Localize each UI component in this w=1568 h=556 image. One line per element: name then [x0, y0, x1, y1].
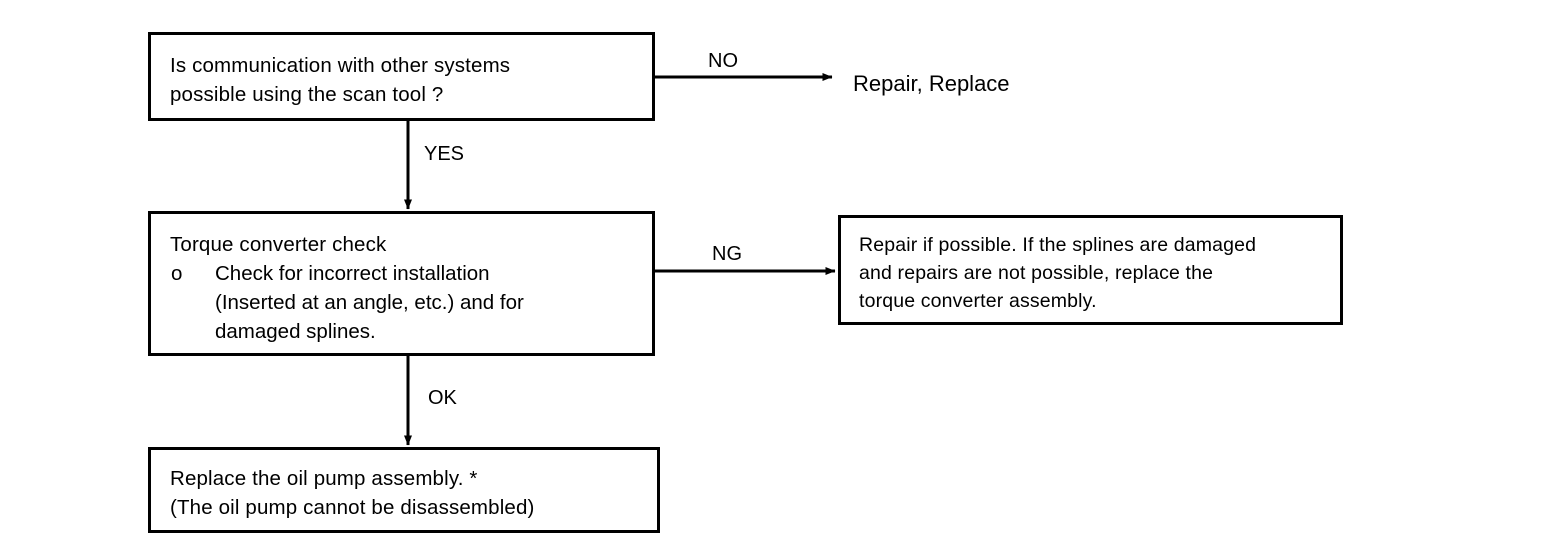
edge-label-yes: YES — [424, 143, 465, 165]
node-torque-converter-check-bullet-line3: damaged splines. — [215, 320, 376, 343]
node-torque-converter-check-bullet-line1: Check for incorrect installation — [215, 262, 490, 285]
edge-label-ok: OK — [428, 387, 457, 409]
node-question-communication-line1: Is communication with other systems — [170, 54, 511, 77]
node-repair-replace-converter-line3: torque converter assembly. — [859, 290, 1097, 312]
node-question-communication: Is communication with other systems poss… — [148, 32, 655, 121]
edge-label-no: NO — [708, 50, 738, 72]
node-replace-oil-pump: Replace the oil pump assembly. * (The oi… — [148, 447, 660, 533]
node-repair-replace-converter: Repair if possible. If the splines are d… — [838, 215, 1343, 325]
edge-label-ng: NG — [712, 243, 742, 265]
node-repair-replace-converter-line2: and repairs are not possible, replace th… — [859, 262, 1214, 284]
node-replace-oil-pump-line2: (The oil pump cannot be disassembled) — [170, 496, 535, 519]
node-torque-converter-check-bullet-line2: (Inserted at an angle, etc.) and for — [215, 291, 524, 314]
node-torque-converter-check: Torque converter check o Check for incor… — [148, 211, 655, 356]
node-torque-converter-check-heading: Torque converter check — [170, 233, 387, 256]
node-replace-oil-pump-line1: Replace the oil pump assembly. * — [170, 467, 478, 490]
node-repair-replace-converter-line1: Repair if possible. If the splines are d… — [859, 234, 1257, 256]
text-repair-replace: Repair, Replace — [853, 71, 1010, 96]
bullet-marker: o — [171, 262, 183, 285]
node-question-communication-line2: possible using the scan tool ? — [170, 83, 444, 106]
